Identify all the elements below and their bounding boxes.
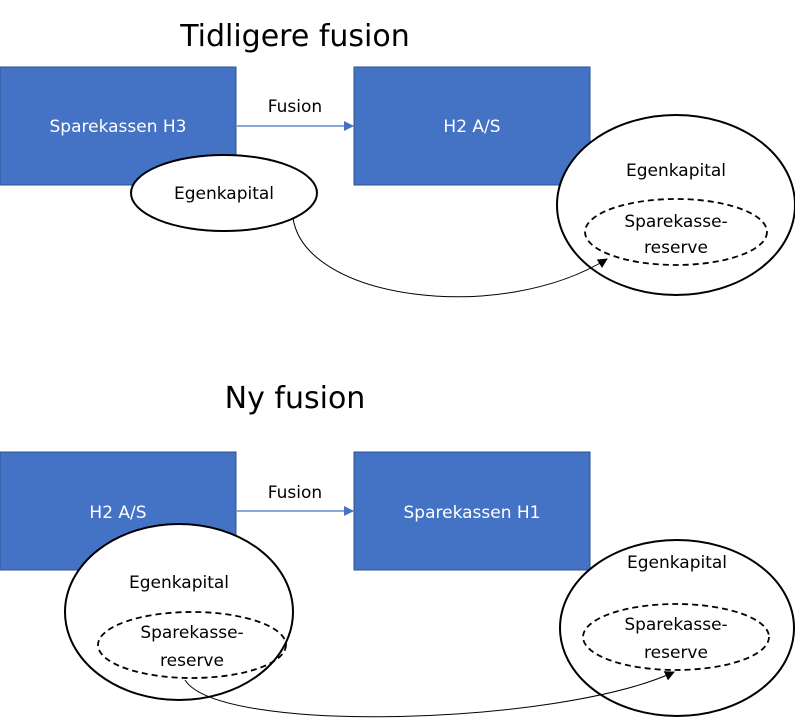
source-reserve-label-2: reserve (160, 651, 224, 671)
top-title: Tidligere fusion (179, 19, 410, 54)
target-entity-box (353, 451, 591, 571)
target-equity-ellipse (556, 114, 795, 296)
source-equity-ellipse (130, 154, 318, 232)
source-reserve-ellipse (97, 611, 287, 679)
target-entity-label: H2 A/S (443, 117, 500, 137)
top-section: Tidligere fusion Sparekassen H3 H2 A/S F… (0, 19, 795, 298)
target-reserve-ellipse (584, 198, 768, 266)
target-reserve-label-2: reserve (644, 238, 708, 258)
source-equity-label: Egenkapital (174, 184, 274, 204)
fusion-label: Fusion (268, 483, 322, 503)
bottom-title: Ny fusion (225, 381, 366, 416)
reserve-transfer-arrow (184, 671, 675, 718)
source-equity-label: Egenkapital (129, 573, 229, 593)
target-equity-ellipse (559, 539, 795, 717)
target-reserve-label-1: Sparekasse- (624, 615, 727, 635)
source-entity-label: Sparekassen H3 (50, 117, 187, 137)
equity-transfer-arrow (292, 217, 608, 298)
source-reserve-label-1: Sparekasse- (140, 623, 243, 643)
target-reserve-label-1: Sparekasse- (624, 212, 727, 232)
target-equity-label: Egenkapital (626, 161, 726, 181)
target-entity-label: Sparekassen H1 (404, 503, 541, 523)
target-reserve-ellipse (582, 603, 770, 671)
source-entity-label: H2 A/S (89, 503, 146, 523)
target-entity-box (353, 66, 591, 186)
fusion-label: Fusion (268, 97, 322, 117)
target-equity-label: Egenkapital (627, 553, 727, 573)
target-reserve-label-2: reserve (644, 643, 708, 663)
bottom-section: Ny fusion H2 A/S Sparekassen H1 Fusion E… (0, 381, 795, 718)
